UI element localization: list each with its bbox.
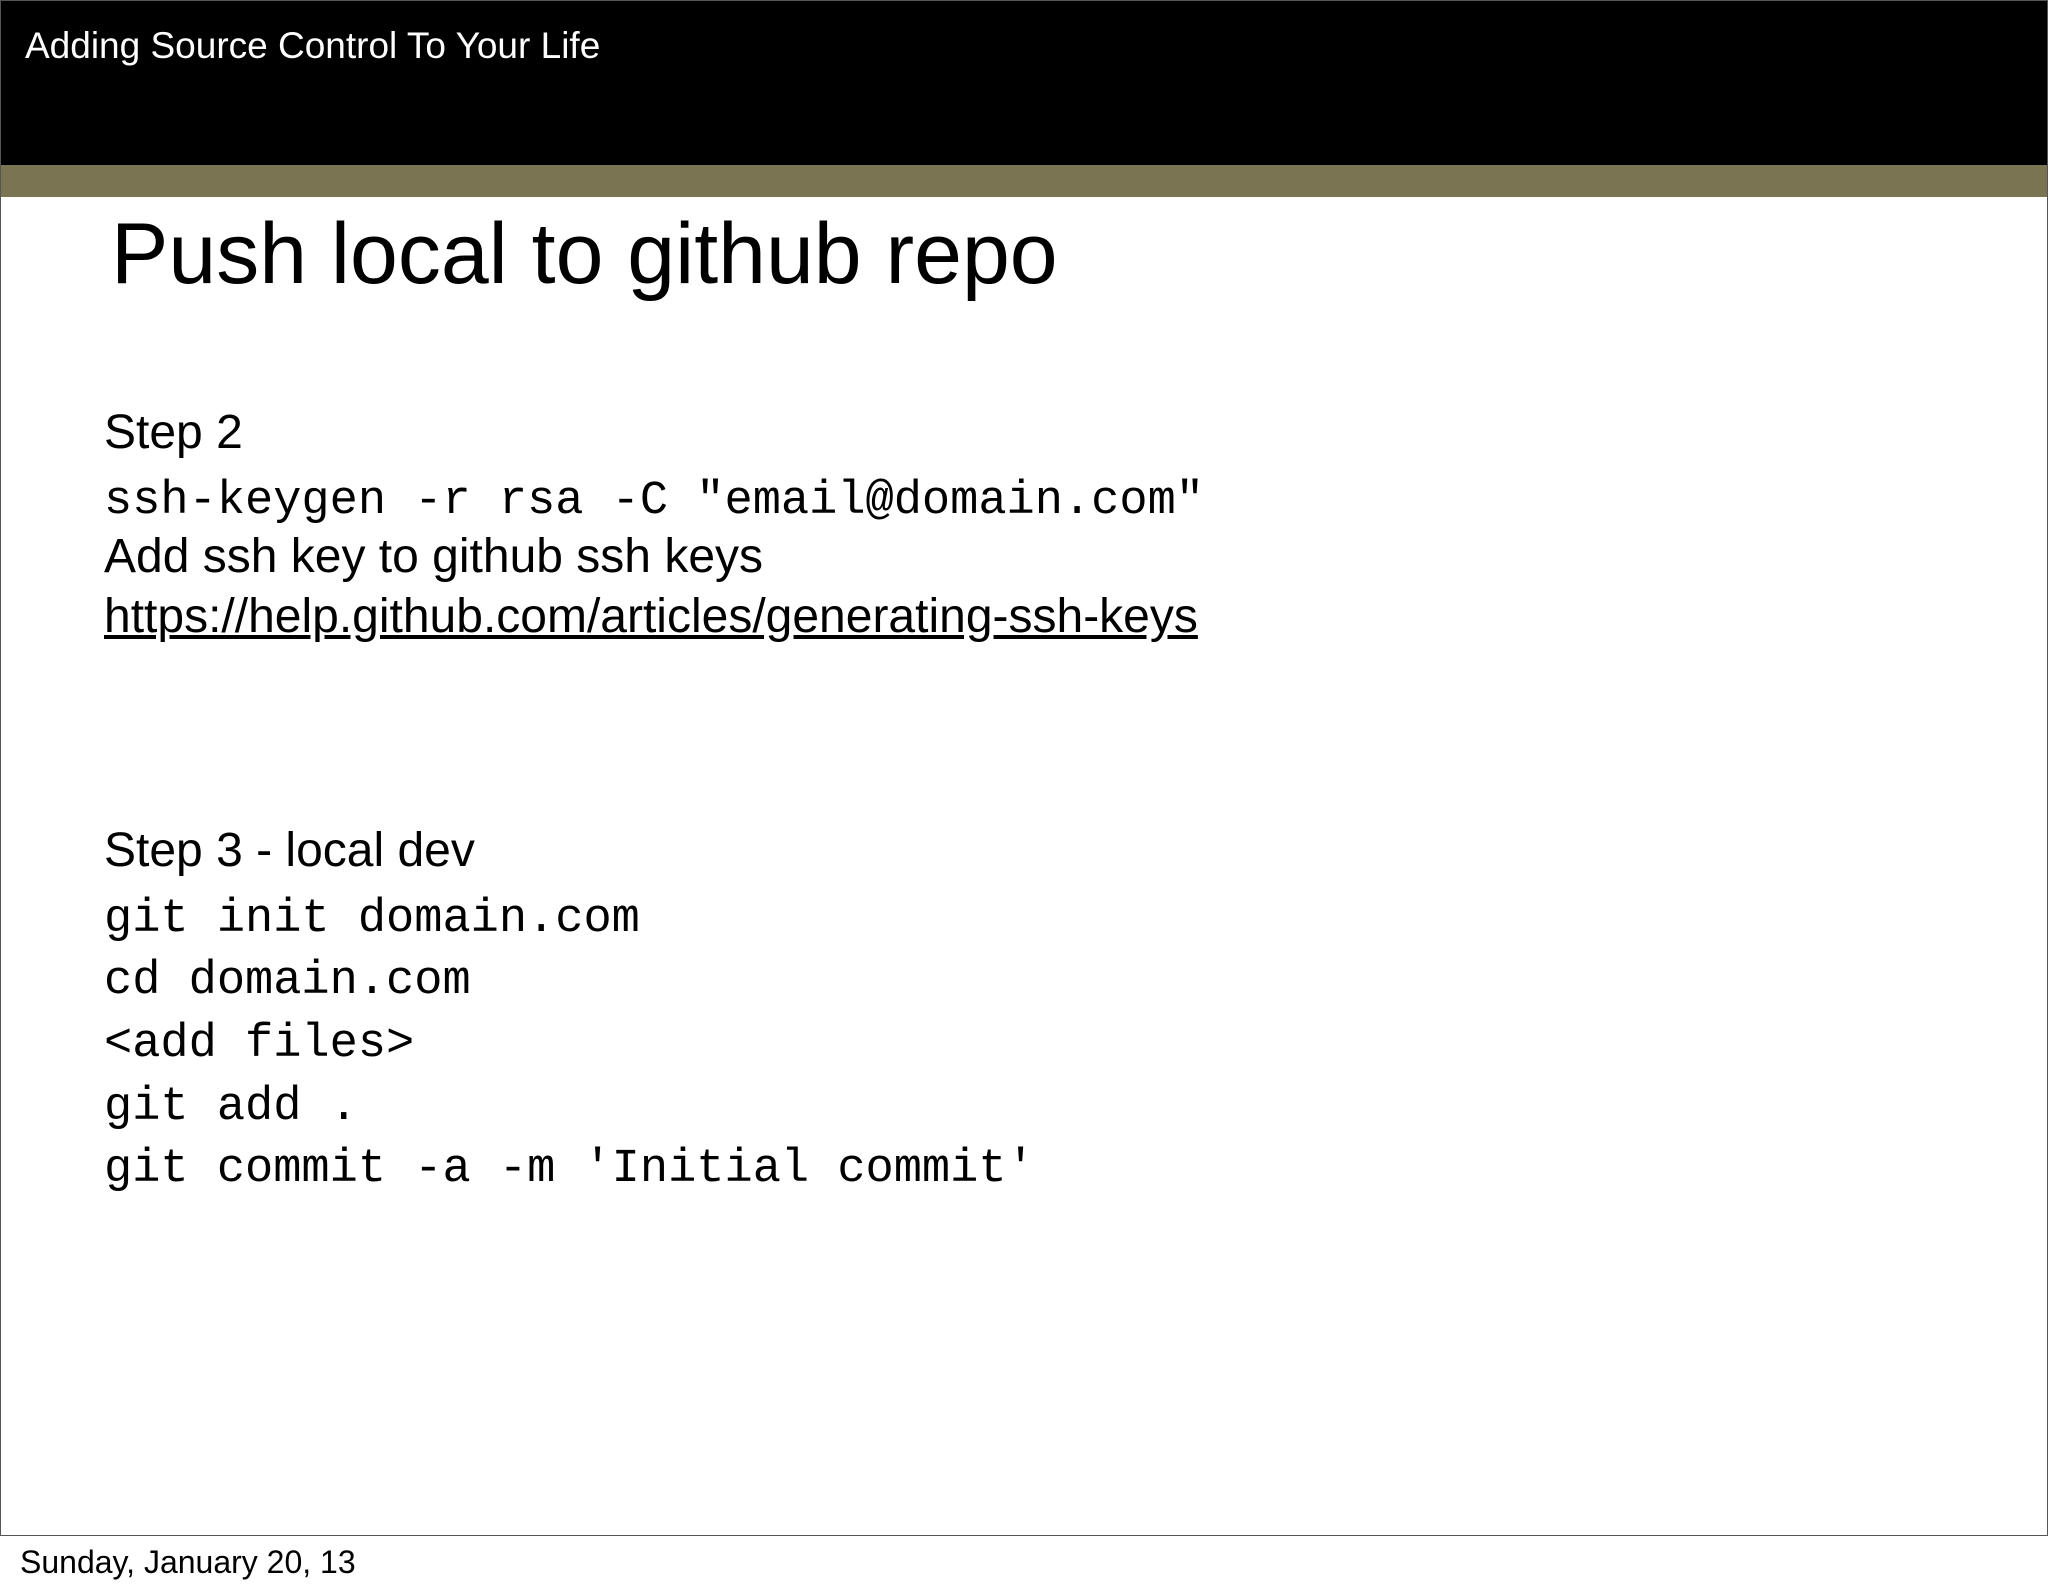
footer-date: Sunday, January 20, 13 bbox=[20, 1544, 356, 1580]
presentation-title: Adding Source Control To Your Life bbox=[25, 25, 601, 66]
step2-command: ssh-keygen -r rsa -C "email@domain.com" bbox=[104, 475, 1204, 528]
step3-command-1: git init domain.com bbox=[104, 893, 640, 946]
step3-command-4: git add . bbox=[104, 1081, 358, 1134]
slide-title: Push local to github repo bbox=[111, 206, 1058, 302]
github-ssh-keys-link[interactable]: https://help.github.com/articles/generat… bbox=[104, 590, 1198, 643]
step2-heading: Step 2 bbox=[104, 406, 243, 459]
header-bar: Adding Source Control To Your Life bbox=[1, 1, 2047, 165]
step3-command-3: <add files> bbox=[104, 1018, 415, 1071]
step3-command-5: git commit -a -m 'Initial commit' bbox=[104, 1143, 1035, 1196]
slide: Adding Source Control To Your Life Push … bbox=[0, 0, 2048, 1536]
step3-heading: Step 3 - local dev bbox=[104, 824, 475, 877]
accent-stripe bbox=[1, 165, 2047, 197]
step2-instruction: Add ssh key to github ssh keys bbox=[104, 530, 764, 583]
step3-command-2: cd domain.com bbox=[104, 955, 471, 1008]
